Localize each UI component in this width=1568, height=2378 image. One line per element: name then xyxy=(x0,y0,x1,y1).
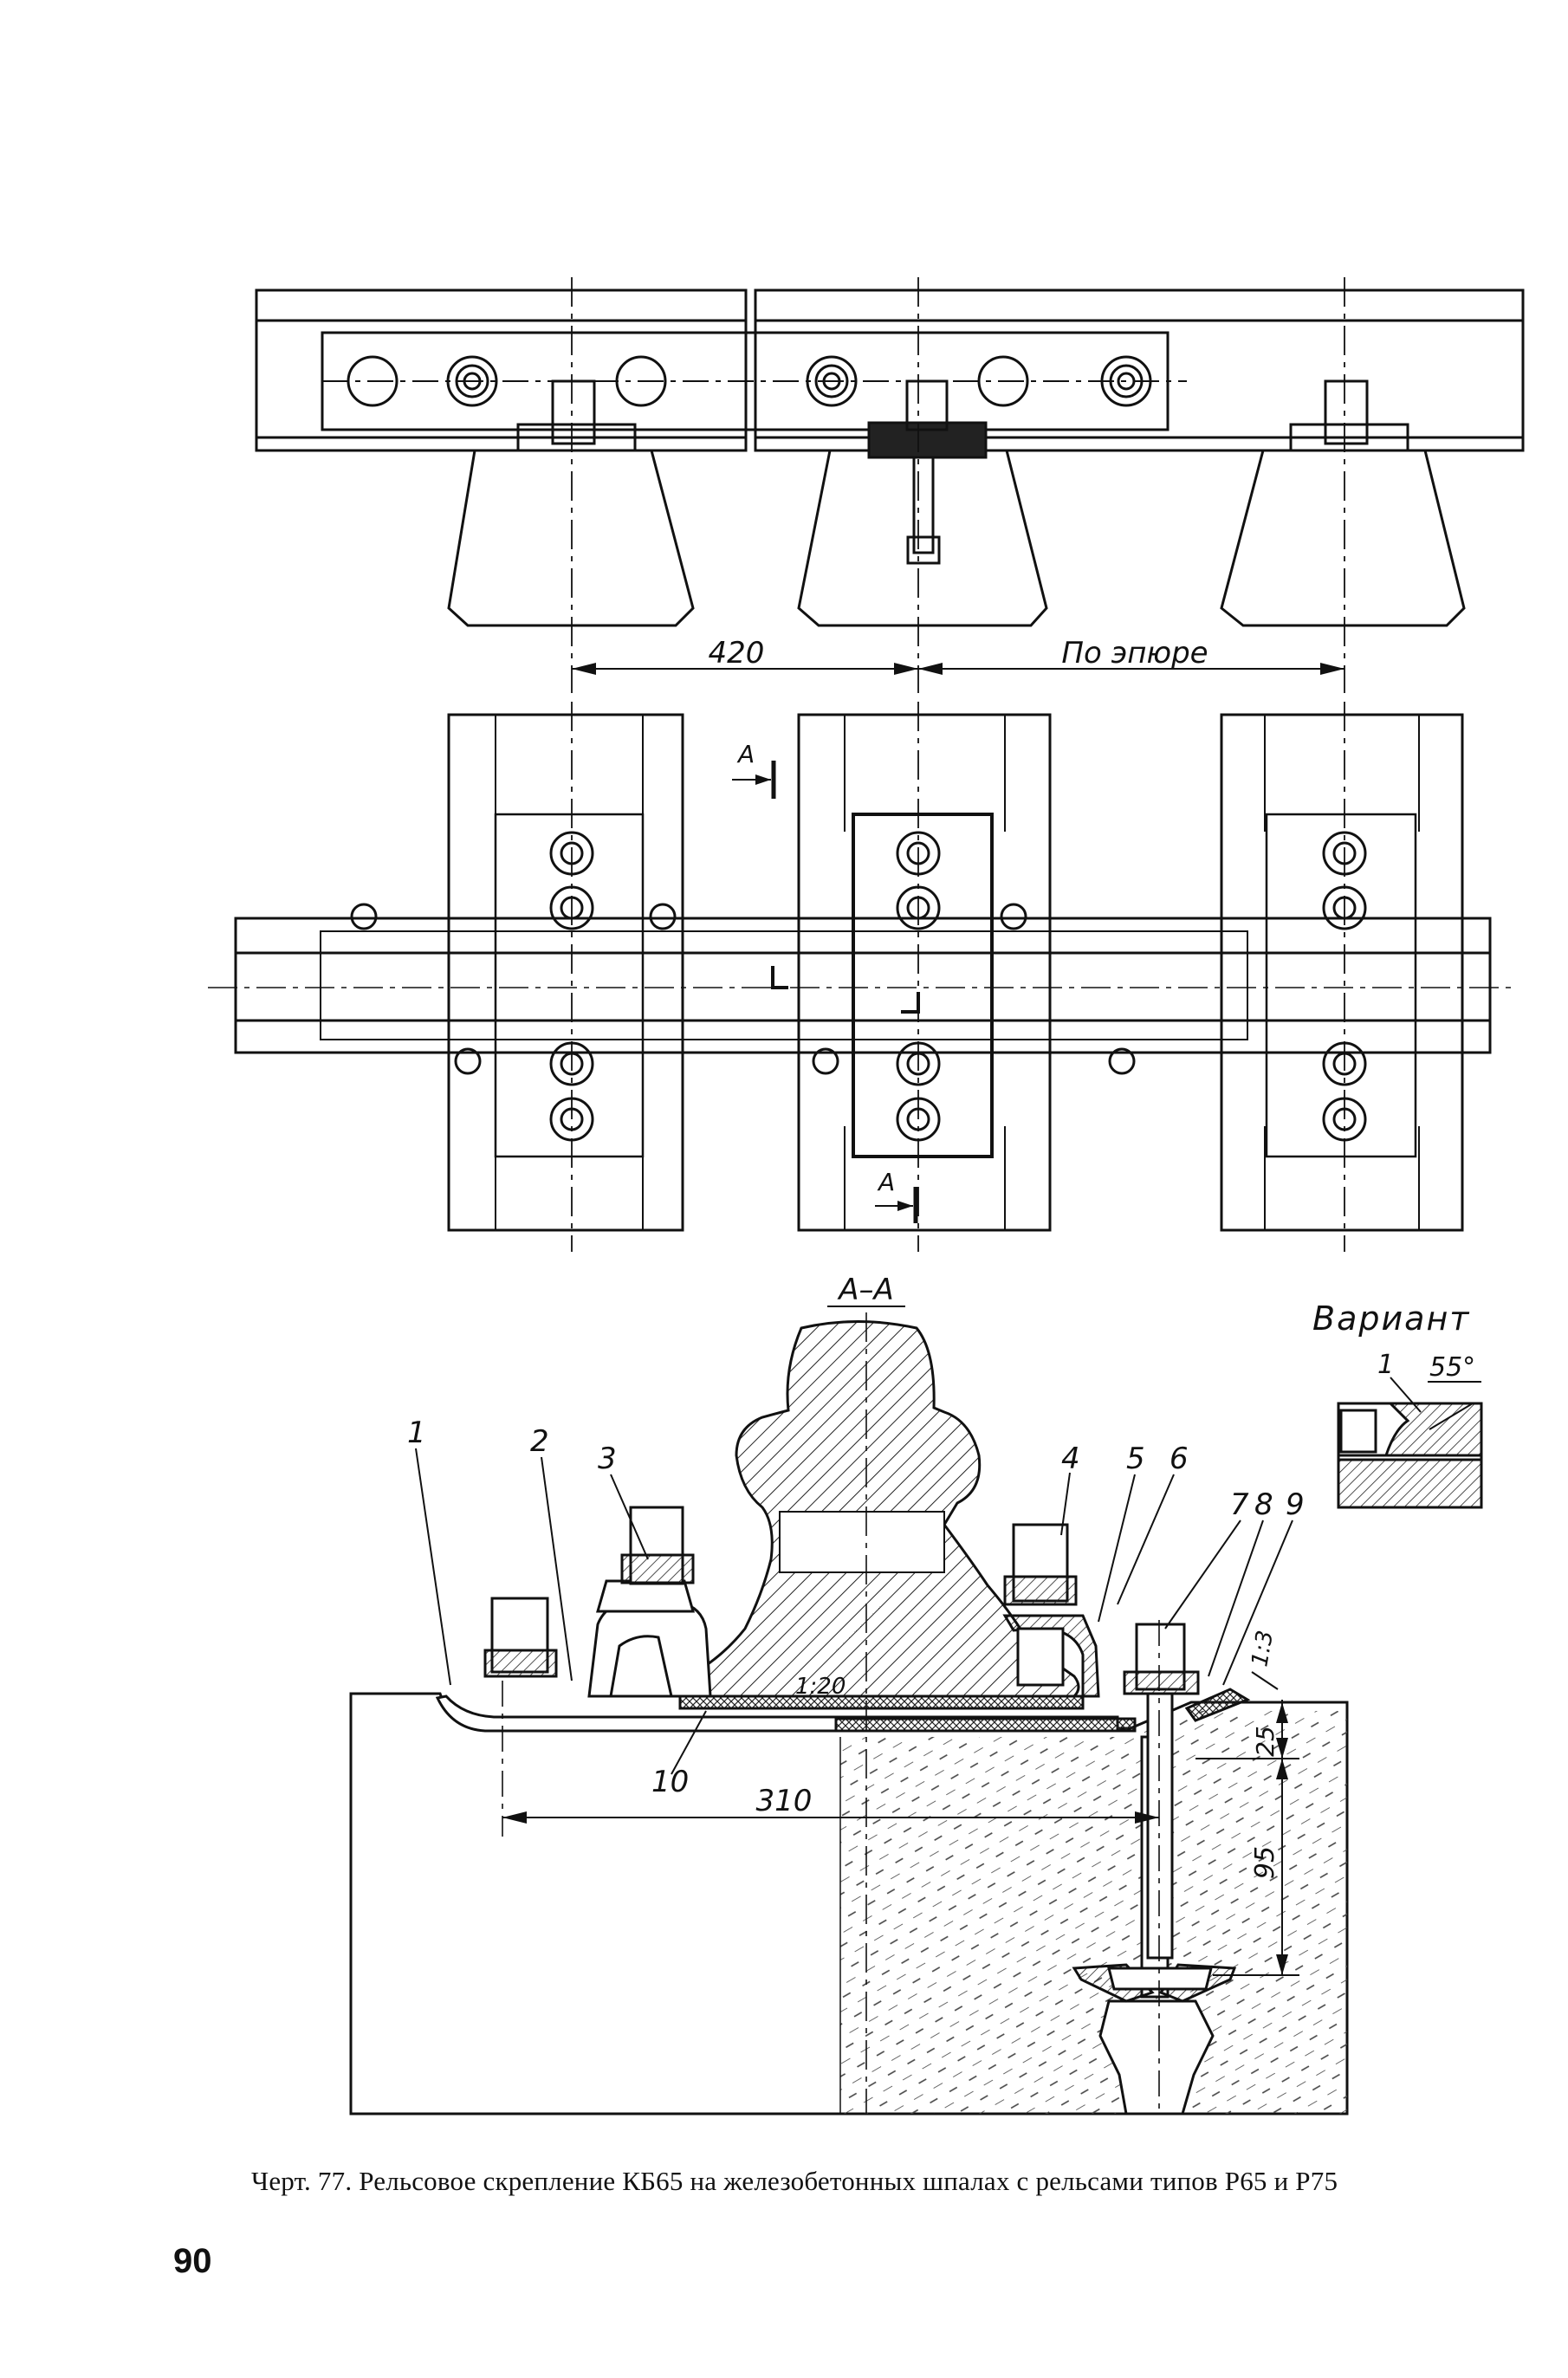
sleeper-plan-3 xyxy=(1220,713,1464,1232)
section-marker-bottom: А xyxy=(877,1168,895,1196)
dim-bolt-offset: 310 xyxy=(756,1784,813,1818)
rail-section xyxy=(678,1320,1080,1698)
part-label-1: 1 xyxy=(407,1416,426,1450)
section-marker-top: А xyxy=(736,740,755,768)
figure-caption: Черт. 77. Рельсовое скрепление КБ65 на ж… xyxy=(251,2166,1338,2196)
sleeper-elevation-3 xyxy=(1220,449,1466,627)
dim-sleeper-spacing-2: По эпюре xyxy=(1061,636,1208,671)
slope-rail: 1:20 xyxy=(795,1674,846,1700)
part-label-10: 10 xyxy=(651,1765,689,1799)
slope-clip: 1:3 xyxy=(1247,1629,1279,1668)
variant-title: Вариант xyxy=(1312,1299,1470,1338)
plan-bolts xyxy=(350,831,1367,1142)
dim-anchor-depth: 95 xyxy=(1250,1846,1280,1879)
rail-right xyxy=(754,288,1525,452)
sleeper-elevation-1 xyxy=(447,449,695,627)
part-label-9: 9 xyxy=(1286,1487,1305,1522)
variant-detail xyxy=(1337,1377,1483,1509)
sleeper-elevation-2 xyxy=(797,449,1048,627)
joint-bolts xyxy=(347,355,1152,407)
part-label-8: 8 xyxy=(1254,1487,1273,1522)
sleeper-plan-1 xyxy=(447,713,684,1232)
plan-view xyxy=(208,702,1516,1252)
part-label-4: 4 xyxy=(1061,1442,1080,1476)
rail-plan xyxy=(234,917,1492,1054)
section-view xyxy=(349,1312,1349,2116)
section-title: А–А xyxy=(837,1273,894,1307)
variant-part-label: 1 xyxy=(1377,1350,1394,1380)
sleeper-plan-2 xyxy=(797,713,1052,1232)
rail-left xyxy=(255,288,748,452)
dim-pad-thickness: 25 xyxy=(1251,1726,1280,1757)
side-view xyxy=(255,277,1525,693)
part-label-3: 3 xyxy=(598,1442,617,1476)
part-label-6: 6 xyxy=(1170,1442,1189,1476)
part-label-2: 2 xyxy=(530,1424,549,1459)
variant-angle: 55° xyxy=(1429,1352,1475,1383)
page-number: 90 xyxy=(173,2242,212,2280)
part-label-5: 5 xyxy=(1126,1442,1145,1476)
dim-sleeper-spacing: 420 xyxy=(709,636,765,671)
part-label-7: 7 xyxy=(1230,1487,1249,1522)
part-labels: 1 2 3 4 5 6 7 8 9 10 xyxy=(407,1416,1305,1799)
